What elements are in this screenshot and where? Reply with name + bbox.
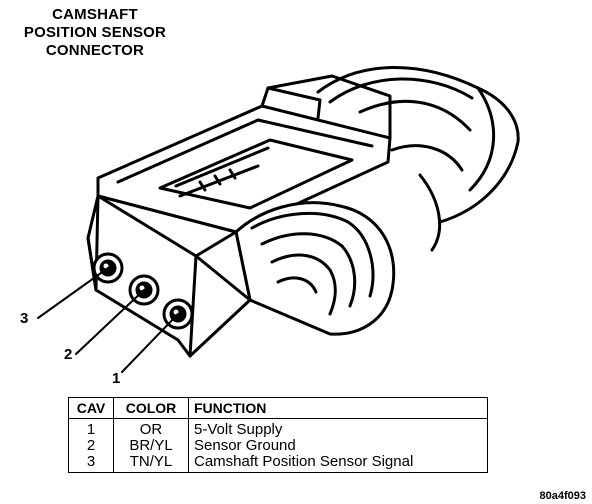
title-line-3: CONNECTOR <box>45 42 145 59</box>
row-color: TN/YL <box>113 454 189 473</box>
wire-bundle <box>316 66 520 252</box>
title-line-2: POSITION SENSOR <box>23 24 167 41</box>
leader-lines <box>37 267 179 373</box>
connector-rear-ribs <box>234 201 396 336</box>
table-row: 3 TN/YL Camshaft Position Sensor Signal <box>68 454 488 473</box>
table-row: 2 BR/YL Sensor Ground <box>68 438 488 454</box>
callout-cavity-3: 3 <box>20 310 29 327</box>
leader-line-2 <box>75 289 145 355</box>
callout-cavity-2: 2 <box>64 346 73 363</box>
header-color: COLOR <box>113 397 189 419</box>
row-function: 5-Volt Supply <box>188 418 488 438</box>
row-function: Camshaft Position Sensor Signal <box>188 454 488 473</box>
row-cav: 3 <box>68 454 114 473</box>
header-cav: CAV <box>68 397 114 419</box>
row-color: BR/YL <box>113 438 189 454</box>
leader-line-3 <box>37 267 109 319</box>
row-function: Sensor Ground <box>188 438 488 454</box>
row-cav: 1 <box>68 418 114 438</box>
diagram-title: CAMSHAFT POSITION SENSOR CONNECTOR <box>0 6 190 60</box>
callout-cavity-1: 1 <box>112 370 121 387</box>
row-cav: 2 <box>68 438 114 454</box>
table-row: 1 OR 5-Volt Supply <box>68 418 488 438</box>
table-header-row: CAV COLOR FUNCTION <box>68 397 488 419</box>
figure-reference: 80a4f093 <box>539 490 587 502</box>
title-line-1: CAMSHAFT <box>52 6 138 23</box>
pinout-table: CAV COLOR FUNCTION 1 OR 5-Volt Supply 2 … <box>68 397 488 473</box>
row-color: OR <box>113 418 189 438</box>
connector-front-face <box>86 194 252 358</box>
header-function: FUNCTION <box>188 397 488 419</box>
leader-line-1 <box>121 313 179 373</box>
